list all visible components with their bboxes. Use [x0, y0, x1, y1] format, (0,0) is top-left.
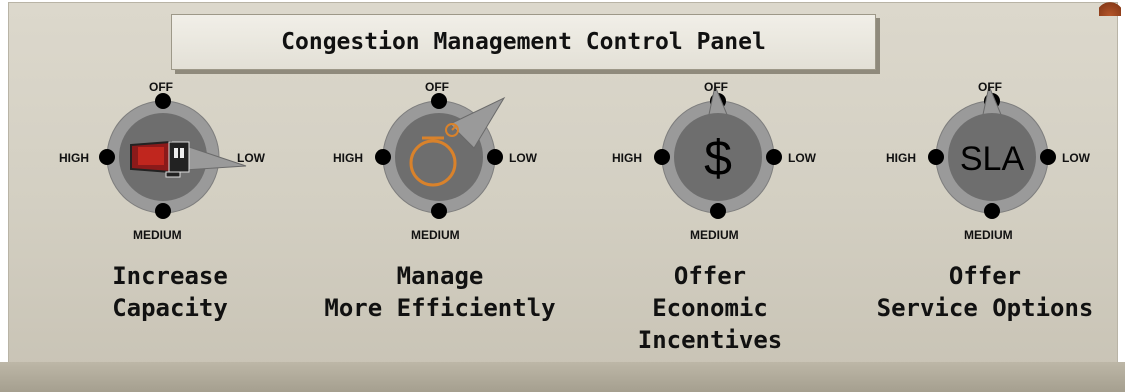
dial-offer-service-options[interactable]: SLA — [905, 80, 1085, 230]
caption-line: More Efficiently — [324, 294, 556, 322]
caption-line: Capacity — [112, 294, 228, 322]
dial-manage-more-efficiently[interactable] — [352, 80, 532, 230]
caption-manage-more-efficiently: Manage More Efficiently — [300, 260, 580, 324]
dial1-high-label: HIGH — [59, 151, 89, 165]
title-plate: Congestion Management Control Panel — [171, 14, 876, 70]
dial-increase-capacity[interactable] — [76, 80, 256, 230]
svg-text:$: $ — [704, 130, 732, 186]
page-title: Congestion Management Control Panel — [281, 29, 766, 55]
dial2-high-label: HIGH — [333, 151, 363, 165]
dial4-low-label: LOW — [1062, 151, 1090, 165]
dial3-high-label: HIGH — [612, 151, 642, 165]
dial4-off-label: OFF — [978, 80, 1002, 94]
caption-line: Service Options — [876, 294, 1094, 322]
caption-line: Increase — [112, 262, 228, 290]
dial2-low-label: LOW — [509, 151, 537, 165]
svg-text:SLA: SLA — [960, 140, 1025, 178]
dial2-medium-label: MEDIUM — [411, 228, 460, 242]
caption-line: Offer — [673, 262, 747, 290]
sla-icon: SLA — [960, 140, 1025, 178]
dial-offer-economic-incentives[interactable]: $ — [631, 80, 811, 230]
battery-icon — [130, 140, 190, 178]
caption-line: Incentives — [637, 326, 783, 354]
caption-offer-economic-incentives: Offer Economic Incentives — [610, 260, 810, 356]
caption-line: Offer — [948, 262, 1022, 290]
dial3-medium-label: MEDIUM — [690, 228, 739, 242]
dial3-off-label: OFF — [704, 80, 728, 94]
corner-decoration — [1099, 0, 1121, 16]
dial3-low-label: LOW — [788, 151, 816, 165]
caption-line: Manage — [396, 262, 484, 290]
dial1-medium-label: MEDIUM — [133, 228, 182, 242]
dial2-off-label: OFF — [425, 80, 449, 94]
dial4-high-label: HIGH — [886, 151, 916, 165]
dial1-low-label: LOW — [237, 151, 265, 165]
dial4-medium-label: MEDIUM — [964, 228, 1013, 242]
dollar-icon: $ — [704, 130, 732, 186]
dial1-off-label: OFF — [149, 80, 173, 94]
caption-increase-capacity: Increase Capacity — [60, 260, 280, 324]
caption-offer-service-options: Offer Service Options — [850, 260, 1120, 324]
caption-line: Economic — [652, 294, 768, 322]
panel-bevel — [0, 362, 1125, 392]
stopwatch-icon — [409, 123, 459, 187]
